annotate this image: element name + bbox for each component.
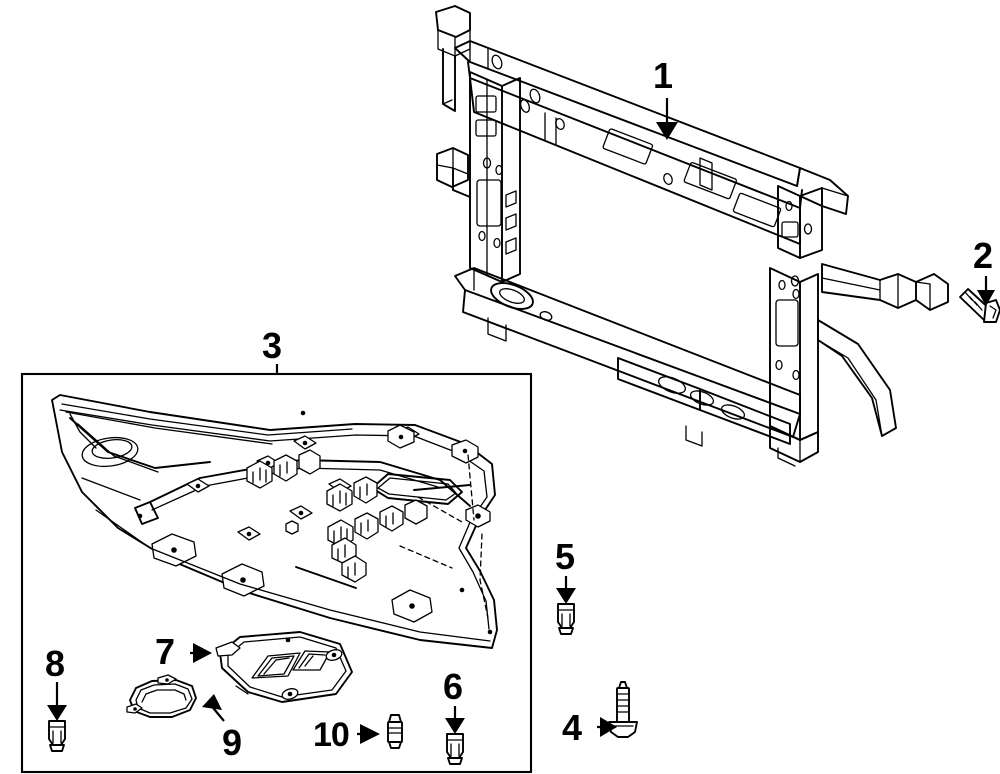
callout-label-1: 1 [653, 55, 673, 96]
part-10-screw [387, 714, 403, 749]
part-1-radiator-support [435, 5, 949, 467]
part-7-side-shield [215, 631, 353, 703]
part-4-flange-bolt [608, 681, 638, 738]
callout-label-8: 8 [45, 643, 65, 684]
callout-label-7: 7 [155, 631, 175, 672]
callout-label-9: 9 [222, 722, 242, 763]
callout-leaders [47, 98, 995, 744]
rib-cluster-upper-left [246, 449, 321, 489]
callout-label-2: 2 [973, 235, 993, 276]
callout-label-4: 4 [562, 707, 582, 748]
rib-cluster-lower-left [331, 537, 367, 583]
part-6-push-clip [446, 733, 464, 765]
callout-label-10: 10 [313, 716, 350, 754]
part-8-push-clip [48, 720, 66, 752]
part-5-push-clip [557, 603, 575, 635]
part-2-bolt [959, 288, 1000, 323]
callout-label-6: 6 [443, 666, 463, 707]
part-3-splash-shield [51, 394, 498, 649]
callout-label-3: 3 [262, 325, 282, 366]
callout-label-5: 5 [555, 536, 575, 577]
part-9-gasket [126, 674, 197, 718]
rib-cluster-center [326, 476, 378, 512]
